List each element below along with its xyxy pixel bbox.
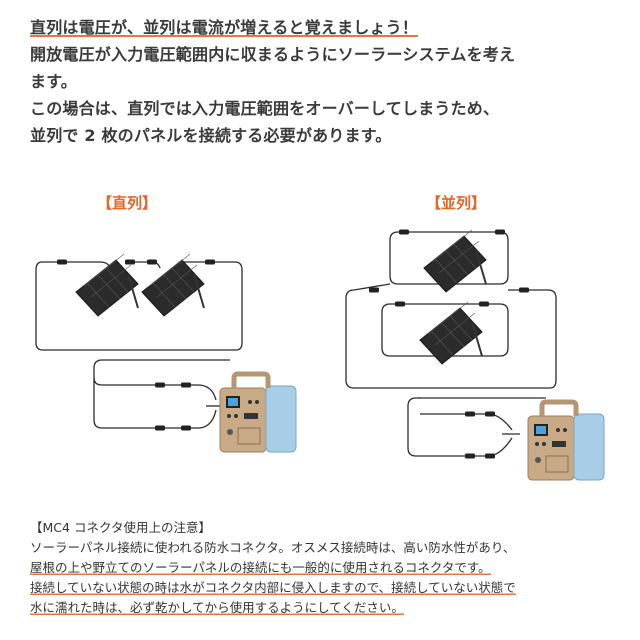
intro-line-5: 並列で 2 枚のパネルを接続する必要があります。 (30, 126, 392, 145)
note-heading: 【MC4 コネクタ使用上の注意】 (30, 520, 211, 535)
series-power-station (220, 374, 296, 452)
intro-line-3: ます。 (30, 72, 78, 91)
intro-line-1: 直列は電圧が、並列は電流が増えると覚えましょう！ (30, 14, 630, 41)
mc4-caution-note: 【MC4 コネクタ使用上の注意】 ソーラーパネル接続に使われる防水コネクタ。オス… (30, 518, 630, 618)
note-line-3: 接続していない状態の時は水がコネクタ内部に侵入しますので、接続していない状態で (30, 578, 630, 598)
note-line-4: 水に濡れた時は、必ず乾かしてから使用するようにしてください。 (30, 598, 630, 618)
parallel-panel-2 (419, 301, 483, 365)
intro-line-1-a: 直列は電圧が、 (30, 18, 144, 37)
parallel-diagram-title: 【並列】 (426, 194, 487, 212)
series-diagram (35, 253, 296, 452)
parallel-power-station (528, 402, 604, 480)
note-line-4-text: 水に濡れた時は、必ず乾かしてから使用するようにしてください。 (30, 600, 404, 615)
note-line-2: 屋根の上や野立てのソーラーパネルの接続にも一般的に使用されるコネクタです。 (30, 558, 630, 578)
intro-line-4: この場合は、直列では入力電圧範囲をオーバーしてしまうため、 (30, 99, 500, 118)
series-diagram-title: 【直列】 (97, 194, 158, 212)
note-line-2-text: 屋根の上や野立てのソーラーパネルの接続にも一般的に使用されるコネクタです。 (30, 560, 491, 575)
parallel-panel-1 (423, 229, 487, 293)
parallel-diagram (345, 229, 604, 481)
intro-line-2: 開放電圧が入力電圧範囲内に収まるようにソーラーシステムを考え (30, 45, 516, 64)
note-line-1: ソーラーパネル接続に使われる防水コネクタ。オスメス接続時は、高い防水性があり、 (30, 540, 516, 555)
intro-line-1-b: 並列は電流が増えると覚えましょう！ (143, 18, 419, 37)
note-line-3-text: 接続していない状態の時は水がコネクタ内部に侵入しますので、接続していない状態で (30, 580, 516, 595)
intro-text: 直列は電圧が、並列は電流が増えると覚えましょう！ 開放電圧が入力電圧範囲内に収ま… (30, 14, 630, 149)
